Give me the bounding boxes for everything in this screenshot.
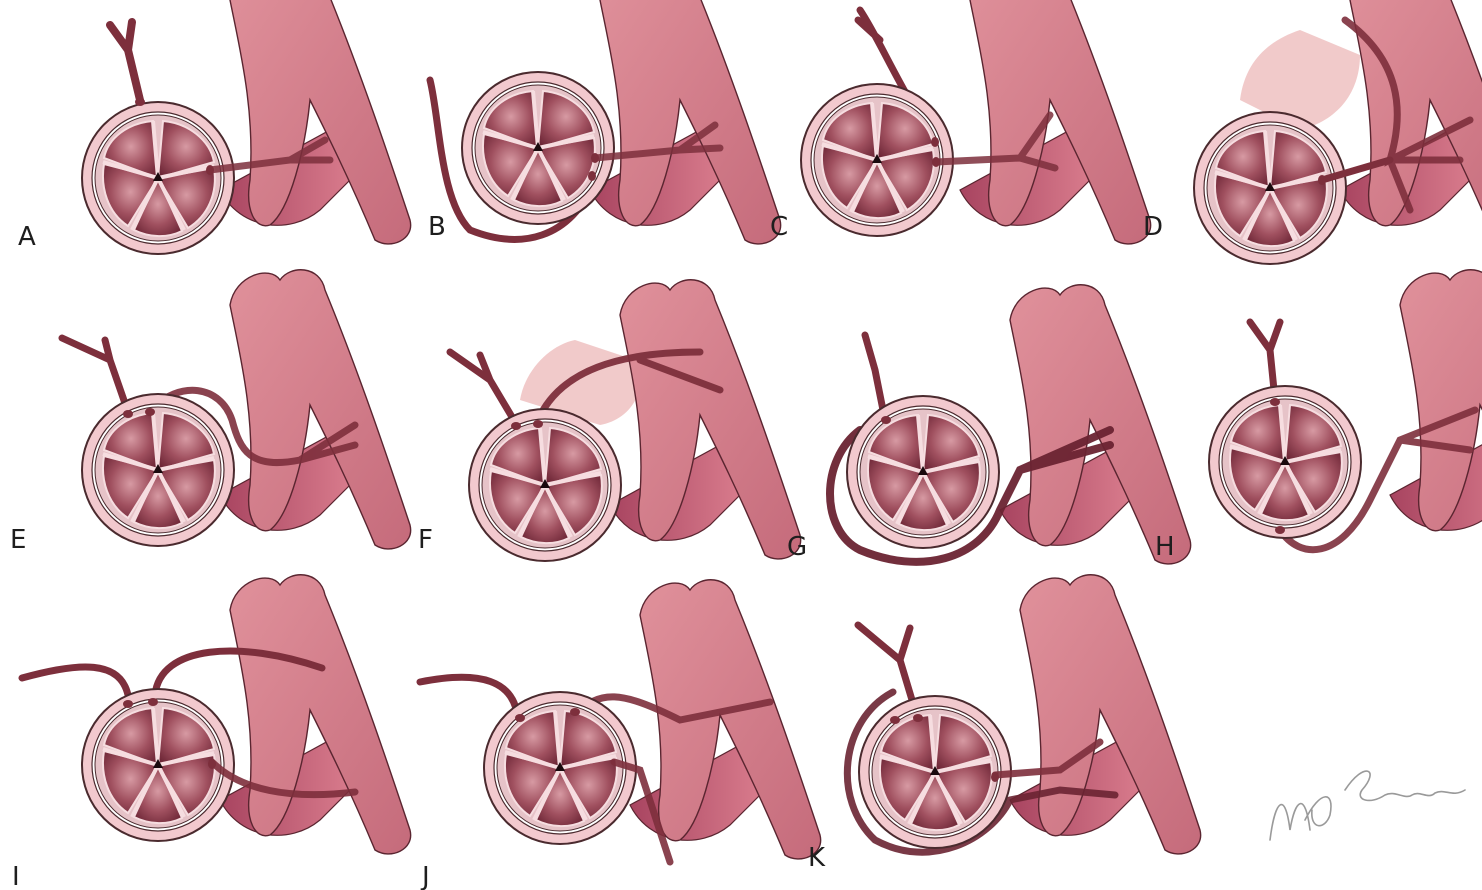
- panel-e-label: E: [10, 525, 26, 555]
- panel-j: J: [420, 580, 821, 890]
- panel-f-label: F: [418, 525, 433, 555]
- panel-b: B: [428, 0, 781, 244]
- panel-j-label: J: [420, 862, 430, 890]
- panel-h-label: H: [1155, 532, 1175, 562]
- panel-k-label: K: [808, 843, 826, 873]
- panel-d: D: [1143, 0, 1482, 264]
- panel-g-label: G: [787, 532, 807, 562]
- panel-a: A: [18, 0, 411, 254]
- panel-d-label: D: [1143, 212, 1163, 242]
- panel-c: C: [770, 0, 1151, 244]
- panel-i: I: [12, 575, 411, 890]
- artist-signature: [1270, 771, 1465, 840]
- panel-e: E: [10, 270, 411, 555]
- panel-k: K: [808, 575, 1201, 873]
- panel-b-label: B: [428, 212, 446, 242]
- panel-f: F: [418, 280, 801, 561]
- panel-i-label: I: [12, 862, 20, 890]
- panel-h: H: [1155, 270, 1482, 562]
- panel-a-label: A: [18, 222, 36, 252]
- panel-g: G: [787, 285, 1191, 564]
- panel-c-label: C: [770, 212, 788, 242]
